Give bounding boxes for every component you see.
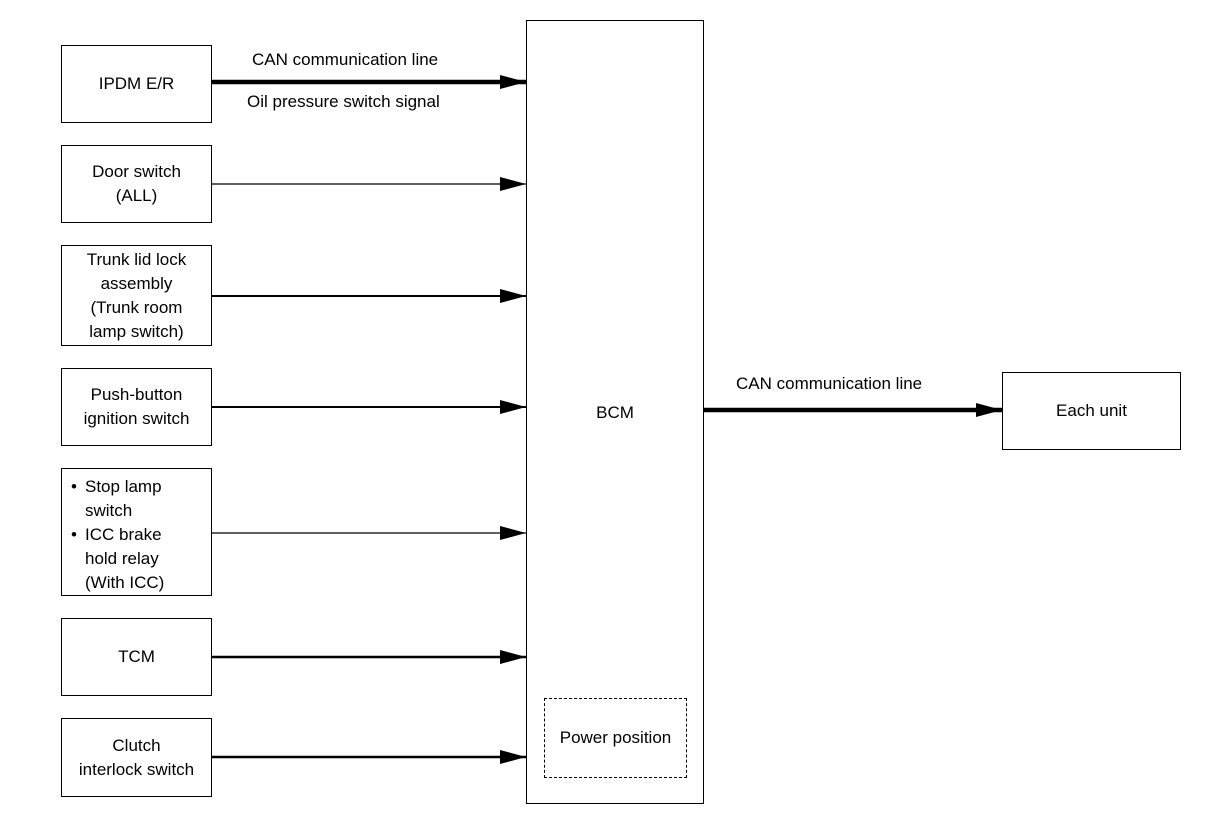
ipdm-er-label: IPDM E/R: [98, 74, 175, 93]
door-switch-label: Door switch (ALL): [92, 162, 181, 205]
push-button-ignition-box: Push-button ignition switch: [61, 368, 212, 446]
power-position-box: Power position: [544, 698, 687, 778]
stop-lamp-icc-list: Stop lamp switch ICC brake hold relay (W…: [71, 475, 164, 595]
push-button-ignition-label: Push-button ignition switch: [83, 385, 190, 428]
power-position-label: Power position: [559, 728, 672, 747]
each-unit-box: Each unit: [1002, 372, 1181, 450]
each-unit-label: Each unit: [1056, 401, 1127, 420]
tcm-box: TCM: [61, 618, 212, 696]
ipdm-can-line-label: CAN communication line: [252, 50, 439, 69]
stop-lamp-icc-box: Stop lamp switch ICC brake hold relay (W…: [61, 468, 212, 596]
bcm-box: BCM Power position: [526, 20, 704, 804]
oil-pressure-signal-label: Oil pressure switch signal: [247, 92, 440, 111]
bcm-label: BCM: [596, 403, 634, 422]
clutch-interlock-box: Clutch interlock switch: [61, 718, 212, 797]
stop-lamp-switch-item: Stop lamp switch: [71, 475, 164, 523]
icc-brake-hold-relay-item: ICC brake hold relay (With ICC): [71, 523, 164, 595]
trunk-lid-lock-box: Trunk lid lock assembly (Trunk room lamp…: [61, 245, 212, 346]
out-can-line-label: CAN communication line: [736, 374, 923, 393]
tcm-label: TCM: [118, 647, 155, 666]
ipdm-er-box: IPDM E/R: [61, 45, 212, 123]
clutch-interlock-label: Clutch interlock switch: [78, 735, 195, 779]
trunk-lid-lock-label: Trunk lid lock assembly (Trunk room lamp…: [86, 249, 187, 341]
door-switch-box: Door switch (ALL): [61, 145, 212, 223]
